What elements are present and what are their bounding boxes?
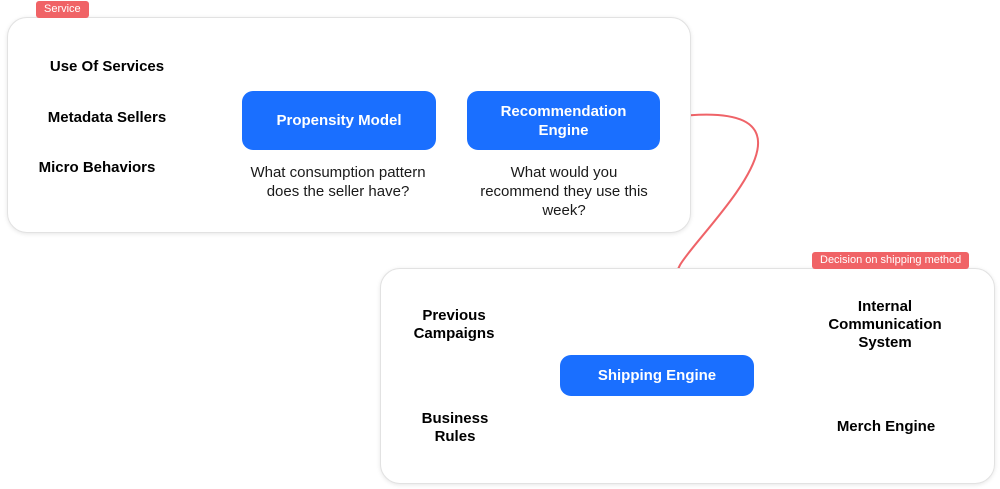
propensity-model-note: What consumption pattern does the seller… <box>250 164 426 200</box>
input-metadata-sellers: Metadata Sellers <box>47 109 167 126</box>
input-use-of-services: Use Of Services <box>49 58 165 75</box>
input-previous-campaigns: Previous Campaigns <box>413 307 495 342</box>
recommendation-engine-note: What would you recommend they use this w… <box>480 164 648 219</box>
service-tag: Service <box>36 1 89 18</box>
output-merch-engine: Merch Engine <box>836 418 936 435</box>
input-business-rules: Business Rules <box>421 410 489 445</box>
input-micro-behaviors: Micro Behaviors <box>38 159 156 176</box>
shipping-engine-node[interactable]: Shipping Engine <box>560 355 754 396</box>
propensity-model-node[interactable]: Propensity Model <box>242 91 436 150</box>
shipping-tag: Decision on shipping method <box>812 252 970 269</box>
recommendation-engine-node[interactable]: Recommendation Engine <box>467 91 660 150</box>
output-internal-communication-system: Internal Communication System <box>828 298 942 351</box>
